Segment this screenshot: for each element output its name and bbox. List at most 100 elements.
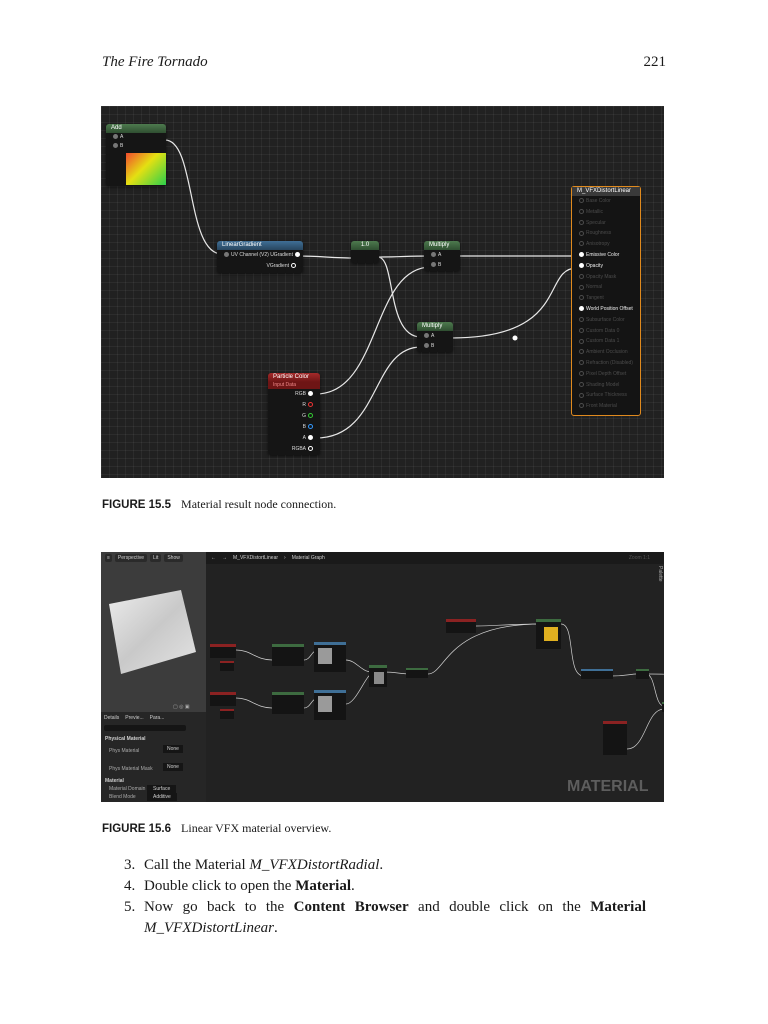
pin-socket-icon [579, 338, 584, 344]
multiply-top-pin-b: B [438, 262, 442, 268]
result-pin[interactable]: Pixel Depth Offset [572, 369, 640, 380]
constant-node[interactable]: 1.0 [351, 241, 379, 263]
particle-color-subtitle: Input Data [268, 382, 320, 389]
gradient-preview [126, 153, 166, 185]
pin-socket-icon [579, 198, 584, 204]
pin-socket-icon [579, 360, 584, 366]
menu-icon[interactable]: ≡ [105, 554, 112, 562]
figure-material-graph: Add A B LinearGradient UV Channel (V2) U… [101, 106, 664, 478]
prop-value-material-domain[interactable]: Surface [147, 785, 177, 793]
pin-socket-icon [579, 370, 584, 376]
breadcrumb-material[interactable]: M_VFXDistortLinear [233, 555, 279, 561]
multiply-bottom-title: Multiply [417, 322, 453, 331]
figure-material-editor: ≡ Perspective Lit Show ▢ ◎ ▣ Details Pre… [101, 552, 664, 802]
result-pin[interactable]: Metallic [572, 207, 640, 218]
pin-socket-icon [579, 262, 584, 268]
details-search-input[interactable] [104, 725, 186, 731]
step-number: 4. [124, 878, 136, 894]
add-node-title: Add [106, 124, 166, 133]
details-panel: Details Previe... Para... Physical Mater… [101, 712, 206, 802]
result-pin[interactable]: Anisotropy [572, 239, 640, 250]
show-button[interactable]: Show [164, 554, 183, 562]
prop-label-material-domain: Material Domain [109, 786, 146, 792]
viewport-controls[interactable]: ▢ ◎ ▣ [173, 704, 190, 710]
result-pin[interactable]: Base Color [572, 196, 640, 207]
page-number: 221 [643, 54, 667, 70]
preview-viewport[interactable]: ≡ Perspective Lit Show ▢ ◎ ▣ [101, 552, 206, 712]
result-pin[interactable]: Surface Thickness [572, 390, 640, 401]
result-pin[interactable]: Refraction (Disabled) [572, 358, 640, 369]
result-pin[interactable]: Opacity Mask [572, 272, 640, 283]
prop-value-phys-material-mask[interactable]: None [163, 763, 183, 771]
pin-socket-icon [579, 295, 584, 301]
result-pin[interactable]: Subsurface Color [572, 315, 640, 326]
wire-multiply-to-opacity [450, 267, 578, 339]
pin-socket-icon [579, 306, 584, 312]
chapter-title: The Fire Tornado [102, 54, 208, 70]
params-tab[interactable]: Para... [149, 715, 165, 721]
result-pin[interactable]: Front Material [572, 401, 640, 412]
result-pin[interactable]: Normal [572, 282, 640, 293]
result-pin[interactable]: Shading Model [572, 380, 640, 391]
pin-socket-icon [579, 230, 584, 236]
caption-label: FIGURE 15.6 [102, 823, 172, 835]
breadcrumb-graph[interactable]: Material Graph [291, 555, 325, 561]
result-pin[interactable]: Opacity [572, 261, 640, 272]
result-pin[interactable]: Emissive Color [572, 250, 640, 261]
result-pin[interactable]: Roughness [572, 228, 640, 239]
section-physical-material[interactable]: Physical Material [105, 736, 146, 742]
step-text: Double click to open the Material. [144, 878, 355, 894]
prop-value-blend-mode[interactable]: Additive [147, 793, 177, 801]
result-pin[interactable]: Ambient Occlusion [572, 347, 640, 358]
pin-socket-icon [579, 273, 584, 279]
result-pin[interactable]: Specular [572, 218, 640, 229]
result-pin[interactable]: Custom Data 1 [572, 336, 640, 347]
particle-color-node[interactable]: Particle Color Input Data RGB R G B A RG… [268, 373, 320, 455]
multiply-node-top[interactable]: Multiply A B [424, 241, 460, 271]
step-item: 5.Now go back to the Content Browser and… [124, 897, 646, 939]
pin-socket-icon [579, 219, 584, 225]
pin-socket-icon [579, 392, 584, 398]
pin-socket-icon [579, 284, 584, 290]
result-pin[interactable]: World Position Offset [572, 304, 640, 315]
breadcrumb-separator-icon: › [284, 555, 286, 561]
perspective-button[interactable]: Perspective [114, 554, 148, 562]
graph-toolbar: ← → M_VFXDistortLinear › Material Graph … [206, 552, 664, 564]
multiply-bottom-pin-b: B [431, 343, 435, 349]
linear-gradient-node[interactable]: LinearGradient UV Channel (V2) UGradient… [217, 241, 303, 273]
wire-particle-rgb-to-multiply [315, 266, 432, 395]
material-watermark: MATERIAL [567, 778, 649, 795]
wire-particle-a-to-multiply [315, 346, 422, 439]
prop-value-phys-material[interactable]: None [163, 745, 183, 753]
pin-a: A [302, 435, 306, 441]
step-item: 4. Double click to open the Material. [124, 876, 646, 897]
lit-button[interactable]: Lit [150, 554, 162, 562]
add-pin-b: B [120, 143, 124, 149]
overview-graph[interactable] [206, 564, 664, 802]
section-material[interactable]: Material [105, 778, 124, 784]
wire-add-to-gradient [164, 139, 223, 255]
pin-rgb: RGB [295, 391, 306, 397]
prop-label-phys-material-mask: Phys Material Mask [109, 766, 153, 772]
forward-arrow-icon[interactable]: → [222, 555, 227, 561]
multiply-top-title: Multiply [424, 241, 460, 250]
multiply-node-bottom[interactable]: Multiply A B [417, 322, 453, 352]
pin-socket-icon [579, 327, 584, 333]
back-arrow-icon[interactable]: ← [211, 555, 216, 561]
result-pin[interactable]: Custom Data 0 [572, 326, 640, 337]
pin-b: B [302, 424, 306, 430]
add-node[interactable]: Add A B [106, 124, 166, 186]
preview-tab[interactable]: Previe... [125, 715, 144, 721]
wire-gradient-to-constant [297, 255, 357, 259]
constant-title: 1.0 [351, 241, 379, 250]
pin-socket-icon [579, 208, 584, 214]
palette-tab[interactable]: Palette [657, 566, 663, 582]
result-pin[interactable]: Tangent [572, 293, 640, 304]
instruction-list: 3.Call the Material M_VFXDistortRadial.4… [124, 855, 646, 939]
particle-color-title: Particle Color [268, 373, 320, 382]
linear-gradient-title: LinearGradient [217, 241, 303, 250]
details-tab[interactable]: Details [104, 715, 120, 721]
caption-label: FIGURE 15.5 [102, 499, 172, 511]
pin-socket-icon [579, 316, 584, 322]
